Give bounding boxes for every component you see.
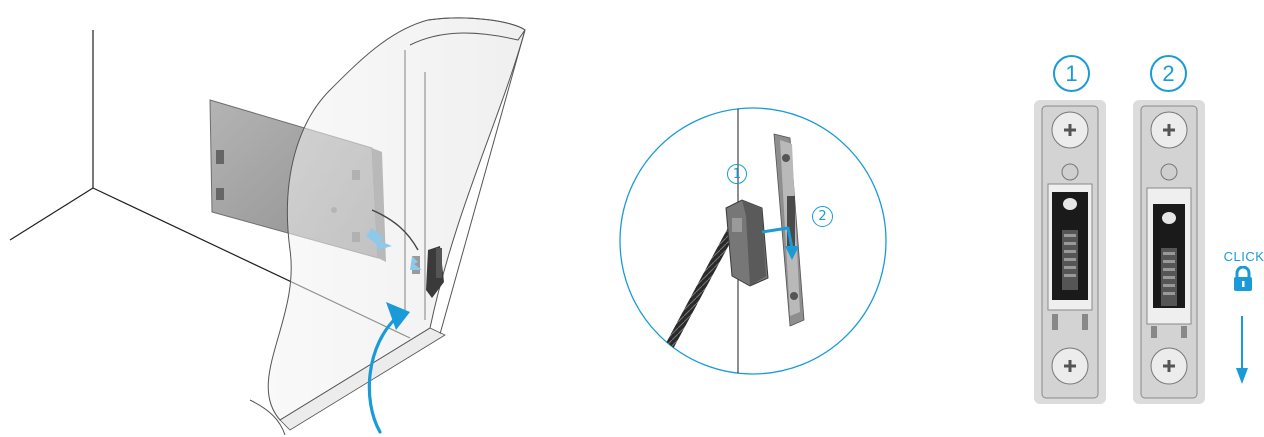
detail-step2-marker: 2 xyxy=(812,206,833,227)
arrow-down-icon xyxy=(1236,316,1248,384)
installation-scene xyxy=(9,17,526,436)
screw-icon xyxy=(1150,347,1188,385)
bracket-open xyxy=(1034,100,1106,404)
screw-icon xyxy=(1051,111,1089,149)
curved-arrow-icon xyxy=(367,302,410,434)
insertion-arrow xyxy=(761,226,799,260)
detail-circle xyxy=(619,107,887,375)
cable-connector xyxy=(371,209,444,298)
bracket-step2-marker: 2 xyxy=(1150,55,1187,92)
screw-icon xyxy=(1150,111,1188,149)
cable-plug xyxy=(725,199,769,287)
bracket-step1-marker: 1 xyxy=(1053,55,1090,92)
click-label: CLICK xyxy=(1223,249,1264,264)
glass-pane xyxy=(249,17,526,436)
bracket-locked xyxy=(1133,100,1205,404)
screw-icon xyxy=(1051,347,1089,385)
lock-icon xyxy=(1234,266,1252,291)
braided-cable xyxy=(658,223,738,363)
detail-step1-marker: 1 xyxy=(727,164,747,184)
direction-arrows-small xyxy=(366,228,422,270)
